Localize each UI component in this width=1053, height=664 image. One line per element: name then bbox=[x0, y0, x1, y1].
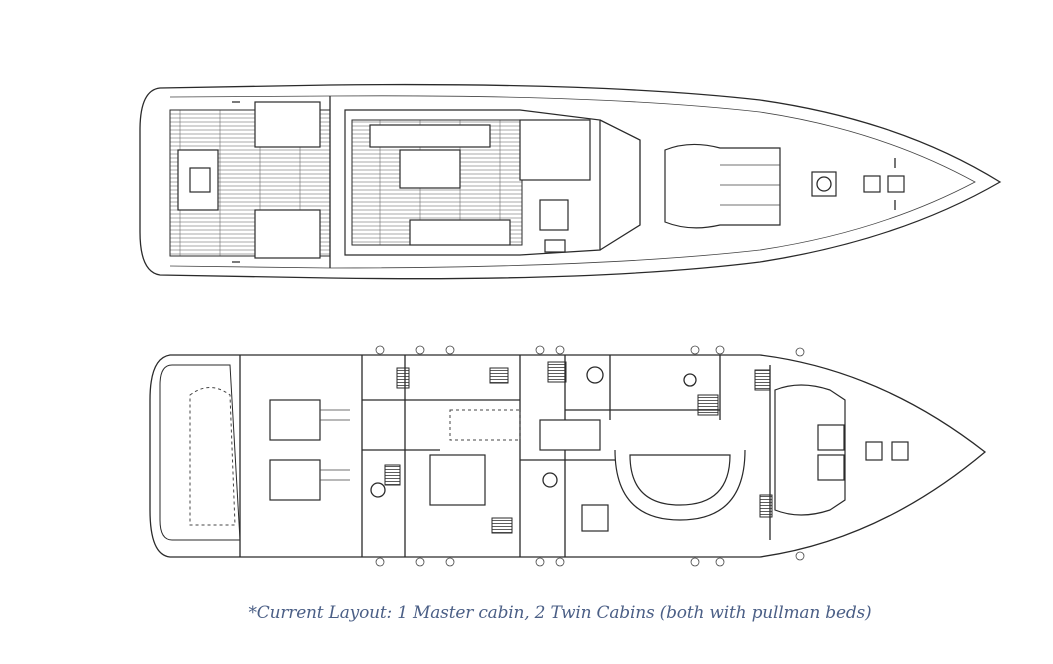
lower-deck-plan bbox=[149, 345, 987, 567]
layout-caption: *Current Layout: 1 Master cabin, 2 Twin … bbox=[248, 603, 872, 623]
main-deck-plan bbox=[139, 83, 1002, 280]
